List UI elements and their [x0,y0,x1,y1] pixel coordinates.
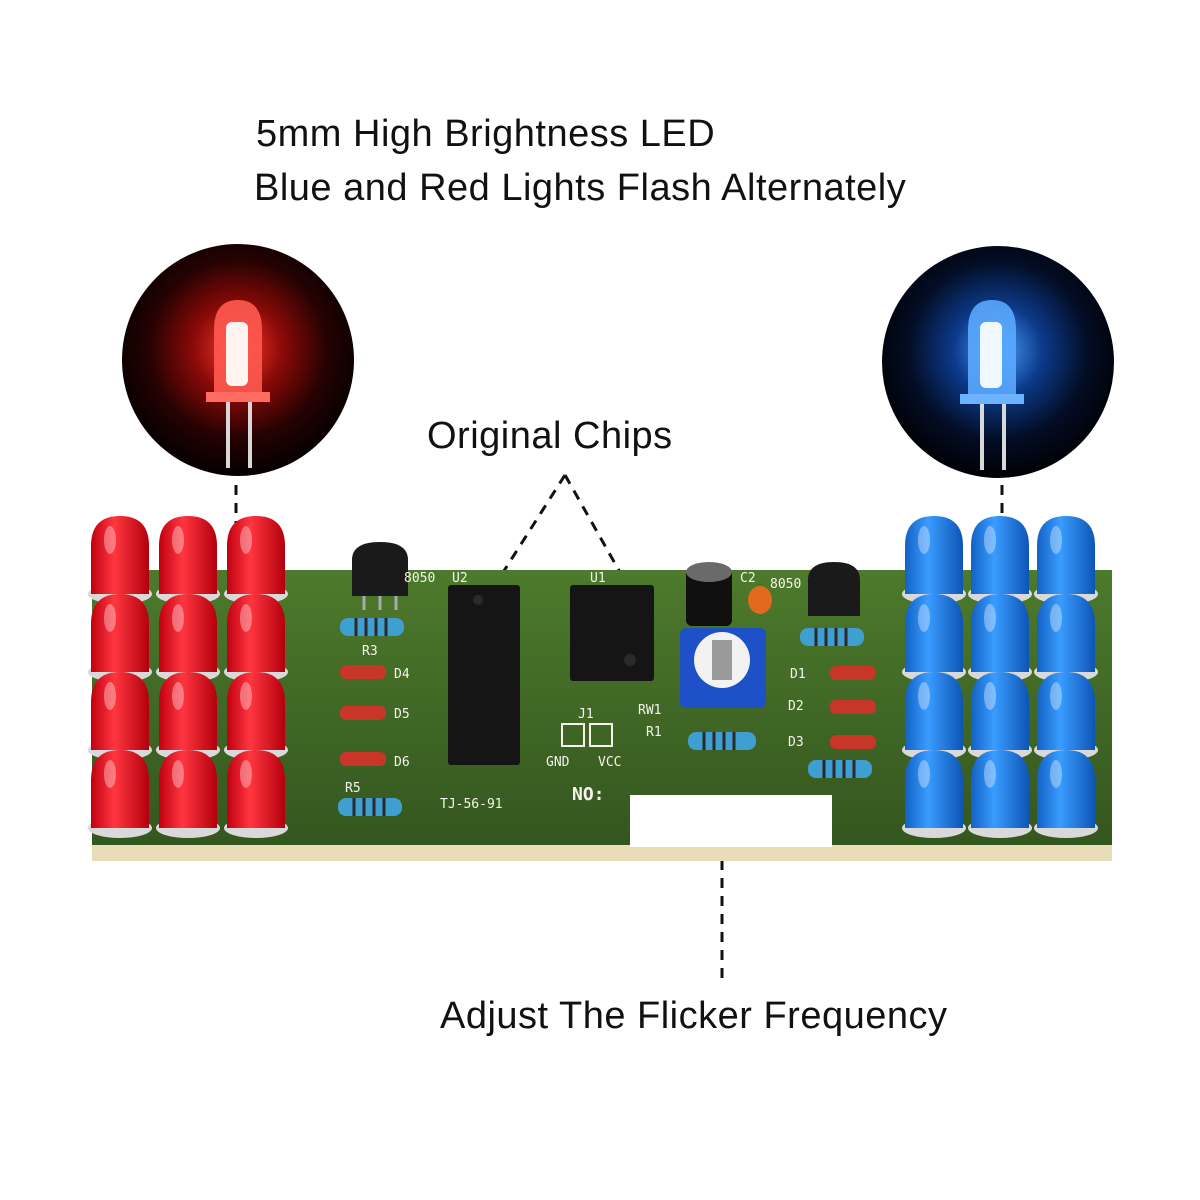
adjust-callout: Adjust The Flicker Frequency [440,995,948,1037]
red-led [156,516,220,604]
blue-led-array [902,516,1098,838]
label-d2: D2 [788,699,804,714]
ceramic-capacitor [748,586,772,614]
label-r1: R1 [646,725,662,740]
label-vcc: VCC [598,755,621,770]
label-d1: D1 [790,667,806,682]
resistor-bands [352,618,856,816]
blue-led [902,516,966,604]
label-d6: D6 [394,755,410,770]
red-led [156,594,220,682]
label-part-number: TJ-56-91 [440,797,503,812]
label-c2: C2 [740,571,756,586]
red-led [88,516,152,604]
title-line-2: Blue and Red Lights Flash Alternately [254,167,907,209]
transistor-left [352,542,408,610]
blue-led [902,594,966,682]
label-u2: U2 [452,571,468,586]
label-gnd: GND [546,755,570,770]
label-d3: D3 [788,735,804,750]
blue-led [902,750,966,838]
red-led [224,594,288,682]
label-rw1: RW1 [638,703,661,718]
red-led-array [88,516,288,838]
red-led-closeup-bulb [206,300,270,468]
red-led [224,750,288,838]
blue-led [1034,750,1098,838]
blue-led [1034,672,1098,760]
red-led [224,516,288,604]
red-led [88,672,152,760]
red-led [156,672,220,760]
potentiometer-rw1 [680,628,766,708]
red-led [156,750,220,838]
blue-led [1034,594,1098,682]
transistor-right [808,562,860,616]
label-q-left: 8050 [404,571,435,586]
label-j1: J1 [578,707,594,722]
ic-u2 [448,585,520,765]
blue-led-closeup-bulb [960,300,1024,470]
blue-led [968,672,1032,760]
red-led [88,594,152,682]
blue-led [968,516,1032,604]
ic-u1 [570,585,654,681]
red-led [88,750,152,838]
label-q-right: 8050 [770,577,801,592]
label-r3: R3 [362,644,378,659]
serial-number-box [630,795,832,847]
blue-led [902,672,966,760]
label-u1: U1 [590,571,606,586]
red-led [224,672,288,760]
blue-led [968,750,1032,838]
diodes [340,665,876,766]
label-r5: R5 [345,781,361,796]
label-d4: D4 [394,667,410,682]
chips-callout: Original Chips [427,415,673,457]
jumper-j1 [561,723,613,747]
title-line-1: 5mm High Brightness LED [256,113,716,155]
label-no: NO: [572,784,605,805]
electrolytic-capacitor [686,562,732,626]
label-d5: D5 [394,707,410,722]
blue-led [968,594,1032,682]
blue-led [1034,516,1098,604]
